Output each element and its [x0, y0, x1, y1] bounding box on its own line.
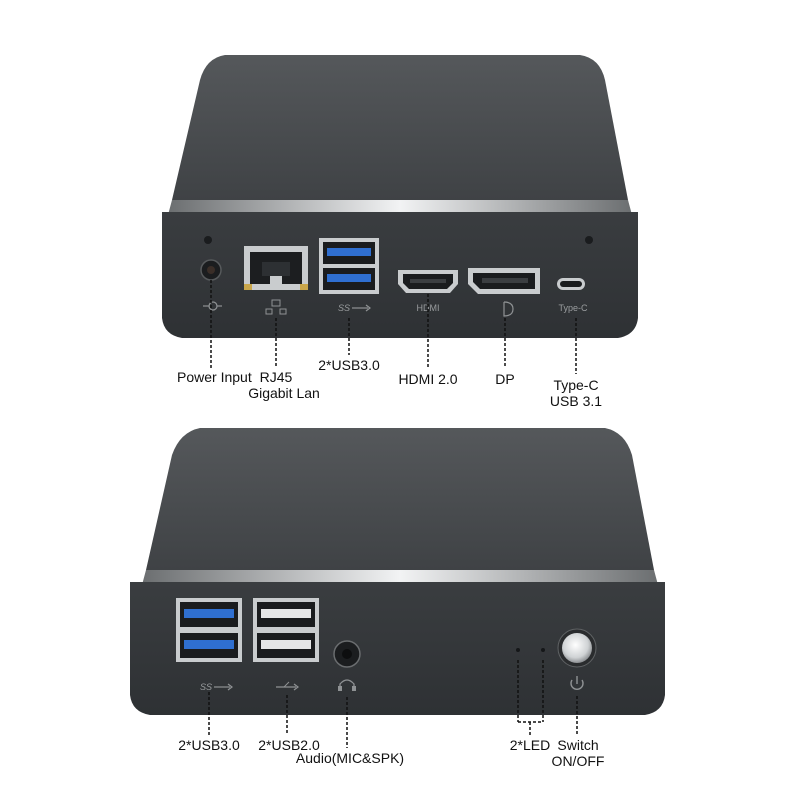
label-switch: Switch — [557, 737, 599, 753]
front-usb-icon-marking — [276, 681, 299, 691]
front-usb30-port-stack[interactable] — [176, 598, 242, 662]
status-led — [541, 648, 545, 652]
rear-device-top-surface — [172, 55, 628, 200]
svg-text:SS: SS — [200, 682, 212, 692]
label-hdmi: HDMI 2.0 — [398, 371, 458, 387]
power-input-jack[interactable] — [200, 259, 222, 281]
power-icon — [570, 676, 584, 690]
network-icon-marking — [265, 299, 287, 315]
front-usb-ss-icon-marking: SS — [200, 682, 233, 692]
front-usb20-port-stack[interactable] — [253, 598, 319, 662]
screw-hole — [204, 236, 212, 244]
hdmi-port-marking: HDMI — [417, 303, 440, 313]
label-front-usb30: 2*USB3.0 — [178, 737, 240, 753]
usb-ss-icon-marking: SS — [338, 303, 371, 313]
status-led — [516, 648, 520, 652]
rear-device: SS HDMI Type-C — [162, 55, 638, 338]
label-led: 2*LED — [509, 737, 551, 753]
label-type-c: Type-C — [553, 377, 599, 393]
rear-callout-lines — [210, 280, 577, 374]
displayport-icon-marking — [503, 301, 514, 317]
type-c-port[interactable] — [557, 278, 585, 290]
label-audio: Audio(MIC&SPK) — [295, 750, 405, 766]
hdmi-port[interactable] — [398, 270, 458, 293]
front-callout-lines — [208, 660, 578, 748]
label-dp: DP — [495, 371, 515, 387]
front-device: SS — [130, 428, 665, 715]
label-front-usb20: 2*USB2.0 — [258, 737, 320, 753]
rear-device-edge-highlight — [168, 200, 632, 215]
usb30-port-stack[interactable] — [319, 238, 379, 294]
svg-text:SS: SS — [338, 303, 350, 313]
label-rj45: RJ45 — [259, 369, 293, 385]
label-on-off: ON/OFF — [551, 753, 605, 769]
power-switch-button[interactable] — [557, 628, 597, 668]
headset-icon-marking — [338, 679, 356, 691]
label-gigabit-lan: Gigabit Lan — [248, 385, 320, 401]
label-usb31: USB 3.1 — [549, 393, 603, 409]
front-device-edge-highlight — [142, 570, 658, 585]
displayport-port[interactable] — [468, 268, 540, 294]
type-c-port-marking: Type-C — [558, 303, 588, 313]
label-rear-usb30: 2*USB3.0 — [318, 357, 380, 373]
label-power-input: Power Input — [177, 369, 252, 385]
audio-jack[interactable] — [333, 640, 361, 668]
power-icon-marking — [203, 301, 222, 311]
front-device-top-surface — [146, 428, 654, 570]
screw-hole — [585, 236, 593, 244]
rj45-port[interactable] — [244, 246, 308, 290]
